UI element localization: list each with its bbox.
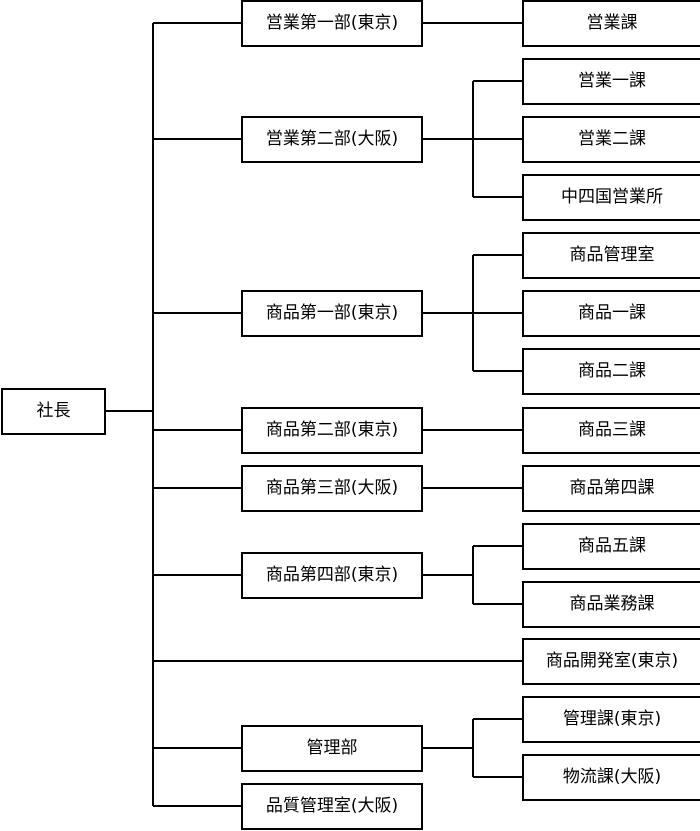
dept-quality-label: 品質管理室(大阪) [265, 796, 399, 816]
section-goods-business-label: 商品業務課 [569, 594, 655, 614]
dept-goods1-label: 商品第一部(東京) [265, 303, 399, 323]
dept-goods1-box: 商品第一部(東京) [241, 290, 423, 337]
section-mgmt-label: 管理課(東京) [562, 709, 662, 729]
dept-goods2-label: 商品第二部(東京) [265, 420, 399, 440]
dept-sales2-label: 営業第二部(大阪) [265, 129, 399, 149]
dept-sales1-box: 営業第一部(東京) [241, 0, 423, 47]
president-box: 社長 [1, 388, 106, 435]
section-goods-mgmt-box: 商品管理室 [522, 232, 700, 279]
dept-admin-label: 管理部 [306, 738, 358, 758]
section-sales-box: 営業課 [522, 0, 700, 47]
section-goods-dev-box: 商品開発室(東京) [522, 638, 700, 685]
dept-goods3-label: 商品第三部(大阪) [265, 478, 399, 498]
section-sales1-box: 営業一課 [522, 58, 700, 105]
president-label: 社長 [36, 401, 71, 421]
section-mgmt-box: 管理課(東京) [522, 696, 700, 743]
dept-goods2-box: 商品第二部(東京) [241, 407, 423, 454]
section-logistics-box: 物流課(大阪) [522, 754, 700, 801]
section-sales2-label: 営業二課 [578, 129, 646, 149]
section-goods3-label: 商品三課 [578, 420, 646, 440]
section-goods1-box: 商品一課 [522, 290, 700, 337]
section-sales1-label: 営業一課 [578, 71, 646, 91]
section-sales2-box: 営業二課 [522, 116, 700, 163]
section-goods4-box: 商品第四課 [522, 465, 700, 512]
section-chushikoku-box: 中四国営業所 [522, 174, 700, 221]
section-goods5-box: 商品五課 [522, 523, 700, 570]
dept-sales1-label: 営業第一部(東京) [265, 13, 399, 33]
section-chushikoku-label: 中四国営業所 [561, 187, 663, 207]
section-goods3-box: 商品三課 [522, 407, 700, 454]
section-goods2-box: 商品二課 [522, 348, 700, 395]
section-goods1-label: 商品一課 [578, 303, 646, 323]
dept-goods3-box: 商品第三部(大阪) [241, 465, 423, 512]
dept-goods4-label: 商品第四部(東京) [265, 565, 399, 585]
section-goods-business-box: 商品業務課 [522, 581, 700, 628]
section-goods5-label: 商品五課 [578, 536, 646, 556]
dept-admin-box: 管理部 [241, 725, 423, 772]
section-goods2-label: 商品二課 [578, 361, 646, 381]
dept-sales2-box: 営業第二部(大阪) [241, 116, 423, 163]
dept-goods4-box: 商品第四部(東京) [241, 552, 423, 599]
section-goods-mgmt-label: 商品管理室 [569, 245, 655, 265]
section-sales-label: 営業課 [586, 13, 638, 33]
dept-quality-box: 品質管理室(大阪) [241, 783, 423, 830]
section-logistics-label: 物流課(大阪) [562, 767, 662, 787]
section-goods-dev-label: 商品開発室(東京) [545, 651, 679, 671]
section-goods4-label: 商品第四課 [569, 478, 655, 498]
